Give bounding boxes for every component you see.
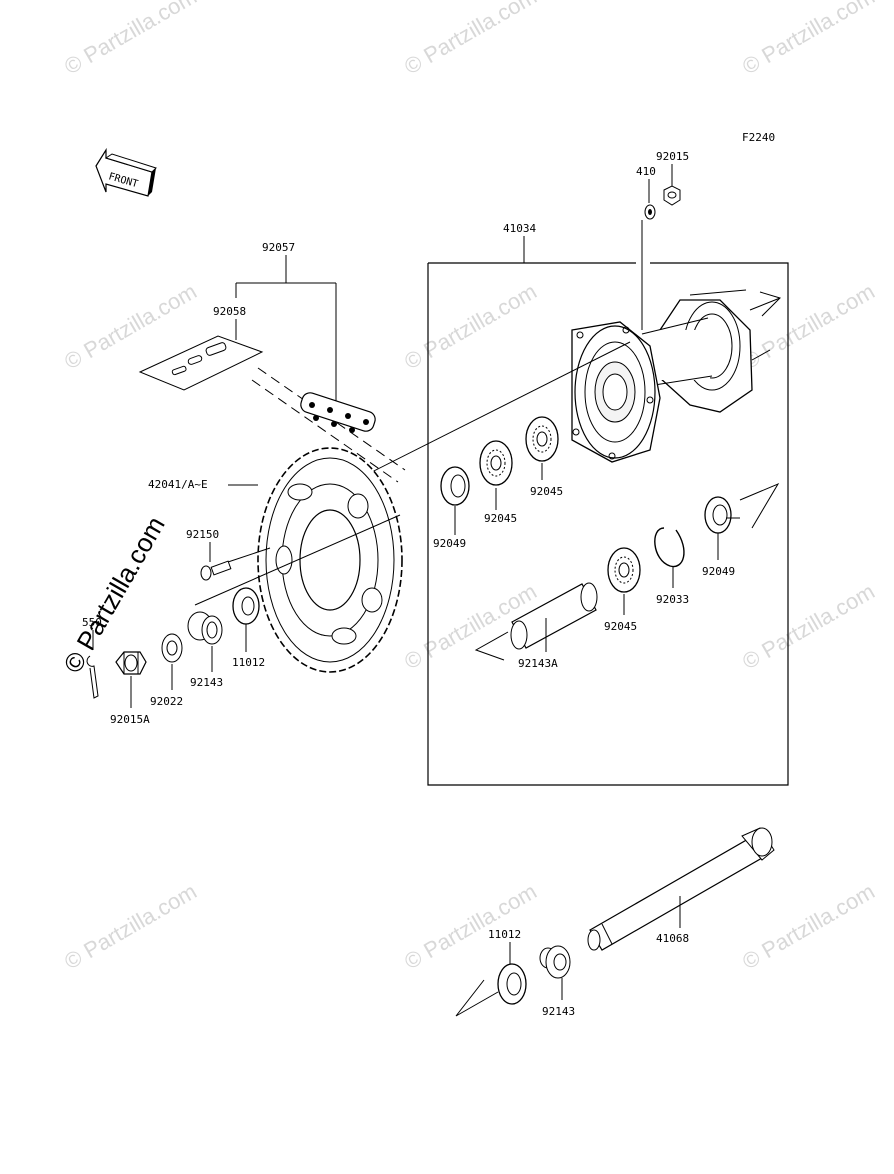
label-92143-b: 92143: [542, 1005, 575, 1018]
label-92057: 92057: [262, 241, 295, 254]
watermark-corner: © Partzilla.com: [57, 511, 171, 678]
label-92143A: 92143A: [518, 657, 558, 670]
watermark: © Partzilla.com: [738, 879, 879, 975]
collar-92143-b-icon: [539, 945, 571, 979]
washer-410-icon: [644, 204, 656, 220]
label-92033: 92033: [656, 593, 689, 606]
label-92015: 92015: [656, 150, 689, 163]
seal-92049-b-icon: [704, 496, 732, 534]
watermark: © Partzilla.com: [400, 879, 541, 975]
rear-hub-icon: [571, 289, 771, 463]
watermark: © Partzilla.com: [738, 579, 879, 675]
label-11012-b: 11012: [488, 928, 521, 941]
watermark: © Partzilla.com: [738, 279, 879, 375]
cotter-pin-550-icon: [86, 655, 99, 699]
washer-92022-icon: [161, 633, 183, 663]
label-41068: 41068: [656, 932, 689, 945]
castle-nut-92015A-icon: [115, 651, 147, 675]
label-410: 410: [636, 165, 656, 178]
rear-sprocket-icon: [257, 447, 403, 673]
hub-assembly-box: [427, 262, 789, 786]
label-92022: 92022: [150, 695, 183, 708]
bearing-92045-b-icon: [525, 416, 559, 462]
label-92045-b: 92045: [530, 485, 563, 498]
snap-ring-92033-icon: [654, 527, 685, 568]
drive-chain-icon: [251, 367, 406, 483]
label-92049-b: 92049: [702, 565, 735, 578]
bearing-92045-a-icon: [479, 440, 513, 486]
figure-code: F2240: [742, 131, 775, 144]
watermark: © Partzilla.com: [738, 0, 879, 79]
label-92049-a: 92049: [433, 537, 466, 550]
label-41034: 41034: [503, 222, 536, 235]
bearing-92045-c-icon: [607, 547, 641, 593]
seal-92049-a-icon: [440, 466, 470, 506]
collar-11012-icon: [232, 587, 260, 625]
label-92058: 92058: [213, 305, 246, 318]
label-92045-a: 92045: [484, 512, 517, 525]
label-11012-a: 11012: [232, 656, 265, 669]
axle-41068-icon: [587, 827, 775, 951]
label-92143-a: 92143: [190, 676, 223, 689]
front-arrow-icon: FRONT: [95, 147, 157, 197]
label-550: 550: [82, 616, 102, 629]
nut-92015-icon: [663, 185, 681, 206]
watermark: © Partzilla.com: [60, 0, 201, 79]
spacer-92143A-icon: [510, 582, 598, 650]
watermark: © Partzilla.com: [400, 279, 541, 375]
watermark: © Partzilla.com: [60, 879, 201, 975]
chain-link-kit-icon: [138, 335, 264, 391]
label-42041: 42041/A~E: [148, 478, 208, 491]
collar-11012-b-icon: [497, 963, 527, 1005]
watermark: © Partzilla.com: [400, 0, 541, 79]
bolt-92150-icon: [200, 560, 232, 581]
label-92045-c: 92045: [604, 620, 637, 633]
label-92150: 92150: [186, 528, 219, 541]
label-92015A: 92015A: [110, 713, 150, 726]
collar-92143-icon: [187, 611, 223, 645]
